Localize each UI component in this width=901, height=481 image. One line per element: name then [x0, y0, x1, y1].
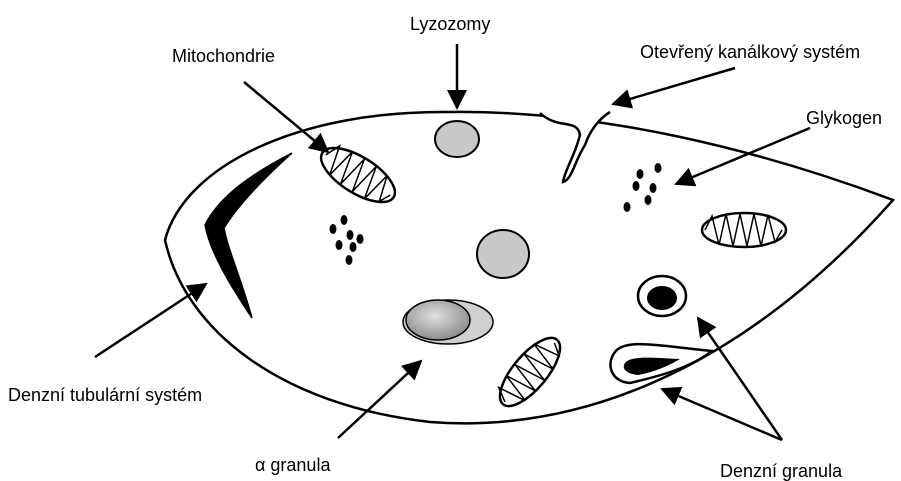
mitochondrion-right: [702, 213, 786, 247]
label-mitochondrie: Mitochondrie: [172, 46, 275, 66]
glycogen-cluster-left: [330, 215, 364, 265]
label-lyzozomy: Lyzozomy: [410, 14, 490, 34]
dense-granule-elongated: [610, 344, 712, 383]
label-denzni-granula: Denzní granula: [720, 461, 842, 481]
arrow-glykogen: [676, 128, 810, 184]
label-alpha-granula: α granula: [255, 455, 330, 475]
label-denzni-tubularni-system: Denzní tubulární systém: [8, 385, 202, 405]
alpha-granule: [403, 300, 493, 344]
mitochondrion-upper-left: [313, 137, 403, 212]
dense-tubular-system: [205, 153, 292, 318]
lysosome-center: [477, 230, 529, 278]
label-otevreny-kanalkovy-system: Otevřený kanálkový systém: [640, 42, 860, 62]
mitochondrion-bottom: [490, 329, 570, 415]
glycogen-cluster-right: [624, 163, 662, 212]
arrow-tubularni: [95, 284, 206, 357]
dense-granule-round: [638, 276, 686, 316]
label-glykogen: Glykogen: [806, 108, 882, 128]
lysosome-top: [435, 121, 479, 157]
arrow-mitochondrie: [244, 82, 328, 152]
arrow-alpha: [338, 361, 421, 438]
arrow-kanalkovy: [613, 68, 735, 104]
